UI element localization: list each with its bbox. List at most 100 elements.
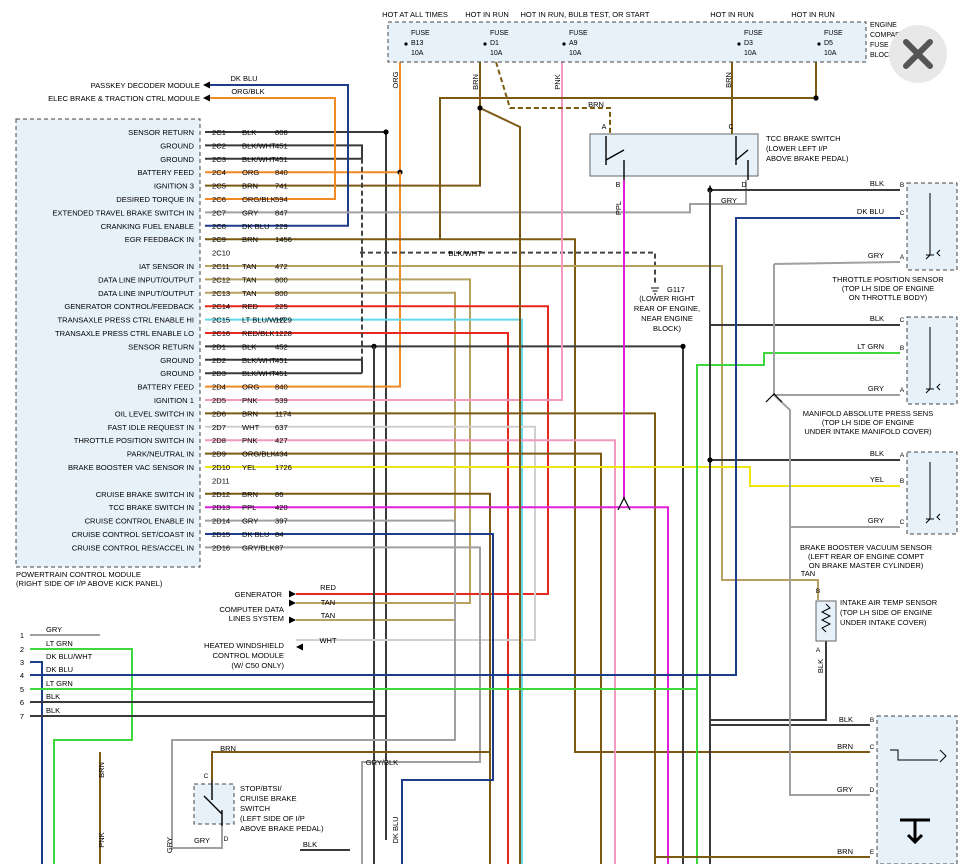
pin-label: B xyxy=(900,478,904,485)
hot-label: HOT AT ALL TIMES xyxy=(382,10,448,19)
pcm-circuit-number: 427 xyxy=(275,436,288,445)
map-label: (TOP LH SIDE OF ENGINE xyxy=(822,418,914,427)
wire-label: YEL xyxy=(870,475,884,484)
pin-label: E xyxy=(870,849,875,856)
wire-2d5 xyxy=(205,62,563,401)
wire-number: 2 xyxy=(20,645,24,654)
fuse-word: FUSE xyxy=(411,30,430,37)
ground-label: NEAR ENGINE xyxy=(641,314,693,323)
data-lines-label: LINES SYSTEM xyxy=(229,614,284,623)
hot-label: HOT IN RUN xyxy=(710,10,754,19)
pcm-pin-number: 2D14 xyxy=(212,517,230,526)
pcm-pin-number: 2C4 xyxy=(212,168,226,177)
pcm-circuit-number: 1228 xyxy=(275,329,292,338)
pcm-pin-label: TRANSAXLE PRESS CTRL ENABLE LO xyxy=(55,329,194,338)
pin-label: C xyxy=(870,744,875,751)
pcm-wire-color: RED xyxy=(242,302,259,311)
close-button[interactable] xyxy=(889,25,947,83)
fuse-id: D1 xyxy=(490,40,499,47)
pcm-circuit-number: 434 xyxy=(275,450,288,459)
hot-label: HOT IN RUN xyxy=(791,10,835,19)
heated-ws-label: HEATED WINDSHIELD xyxy=(204,641,285,650)
pcm-wire-color: BLK/WHT xyxy=(242,356,276,365)
wire-d1-branch xyxy=(479,107,521,864)
pin-label: C xyxy=(900,317,905,324)
pcm-wire-color: BLK/WHT xyxy=(242,155,276,164)
map-box xyxy=(906,316,958,405)
wire-label: GRY xyxy=(721,196,737,205)
pcm-wire-color: BLK/WHT xyxy=(242,141,276,150)
pcm-circuit-number: 397 xyxy=(275,517,288,526)
pcm-pin-number: 2C14 xyxy=(212,302,230,311)
wire-2c5 xyxy=(205,98,481,187)
pcm-pin-number: 2C7 xyxy=(212,208,226,217)
pcm-pin-label: DATA LINE INPUT/OUTPUT xyxy=(98,275,194,284)
pin-label: A xyxy=(900,452,905,459)
pcm-pin-number: 2C8 xyxy=(212,222,226,231)
pin-label: C xyxy=(204,773,209,780)
arrow-left-icon xyxy=(296,643,303,651)
wire-label: LT GRN xyxy=(46,679,73,688)
wire-label: GRY xyxy=(165,837,174,853)
wire-label: TAN xyxy=(321,611,335,620)
splice-dot xyxy=(383,129,389,135)
fuse-icon xyxy=(817,42,821,46)
wire-label: TAN xyxy=(321,598,335,607)
pcm-wire-color: LT BLU/WHT xyxy=(242,316,287,325)
wire-number: 3 xyxy=(20,658,24,667)
pcm-pin-number: 2D9 xyxy=(212,450,226,459)
pcm-pin-label: GROUND xyxy=(160,141,194,150)
pcm-pin-label: SENSOR RETURN xyxy=(128,342,194,351)
pcm-circuit-number: 847 xyxy=(275,208,288,217)
iat-label: UNDER INTAKE COVER) xyxy=(840,618,927,627)
switch-icon xyxy=(605,136,749,180)
wire-2d7 xyxy=(205,425,536,641)
tcc-switch-box xyxy=(589,133,759,177)
pcm-wire-color: PNK xyxy=(242,396,258,405)
ground-id: G117 xyxy=(667,285,685,294)
close-icon xyxy=(903,39,933,69)
fuse-id: B13 xyxy=(411,40,424,47)
wire-2c13 xyxy=(205,291,456,621)
wire-label: BLK xyxy=(46,692,60,701)
wire-label: DK BLU xyxy=(857,207,884,216)
pcm-circuit-number: 594 xyxy=(275,195,288,204)
pcm-circuit-number: 800 xyxy=(275,289,288,298)
pcm-circuit-number: 87 xyxy=(275,543,283,552)
pcm-circuit-number: 452 xyxy=(275,342,288,351)
wire-2d4 xyxy=(205,172,401,388)
fuse-word: FUSE xyxy=(490,30,509,37)
pcm-wire-color: PPL xyxy=(242,503,256,512)
wire-label: GRY xyxy=(194,836,210,845)
wire-label: BRN xyxy=(220,744,236,753)
pcm-wire-color: ORG xyxy=(242,383,259,392)
wire-label: WHT xyxy=(319,636,336,645)
wire-number: 4 xyxy=(20,671,24,680)
sensor-resistor-icon xyxy=(925,193,941,260)
wire-label: BRN xyxy=(837,847,853,856)
pin-label: B xyxy=(870,717,874,724)
elec-brake-label: ELEC BRAKE & TRACTION CTRL MODULE xyxy=(48,94,200,103)
wire-stop-brn xyxy=(211,751,490,780)
pcm-pin-label: IAT SENSOR IN xyxy=(139,262,194,271)
fuse-word: FUSE xyxy=(824,30,843,37)
pcm-circuit-number: 1726 xyxy=(275,463,292,472)
pcm-circuit-number: 86 xyxy=(275,490,283,499)
tcc-label: (LOWER LEFT I/P xyxy=(766,144,828,153)
pcm-pin-number: 2D6 xyxy=(212,409,226,418)
pcm-wire-color: GRY xyxy=(242,517,258,526)
tps-label: ON THROTTLE BODY) xyxy=(849,293,928,302)
pcm-pin-number: 2C2 xyxy=(212,141,226,150)
pcm-pin-label: BRAKE BOOSTER VAC SENSOR IN xyxy=(68,463,194,472)
pcm-wire-color: PNK xyxy=(242,436,258,445)
connector-icon xyxy=(617,496,631,511)
wire-2c6 xyxy=(205,97,336,200)
fuse-block-name: BLOCK xyxy=(870,52,894,59)
wire-2c2 xyxy=(205,144,363,159)
pcm-pin-label: GROUND xyxy=(160,155,194,164)
tps-label: THROTTLE POSITION SENSOR xyxy=(832,275,944,284)
sensor-resistor-icon xyxy=(925,327,941,394)
pin-label: A xyxy=(900,387,905,394)
iat-resistor-icon xyxy=(820,603,832,633)
